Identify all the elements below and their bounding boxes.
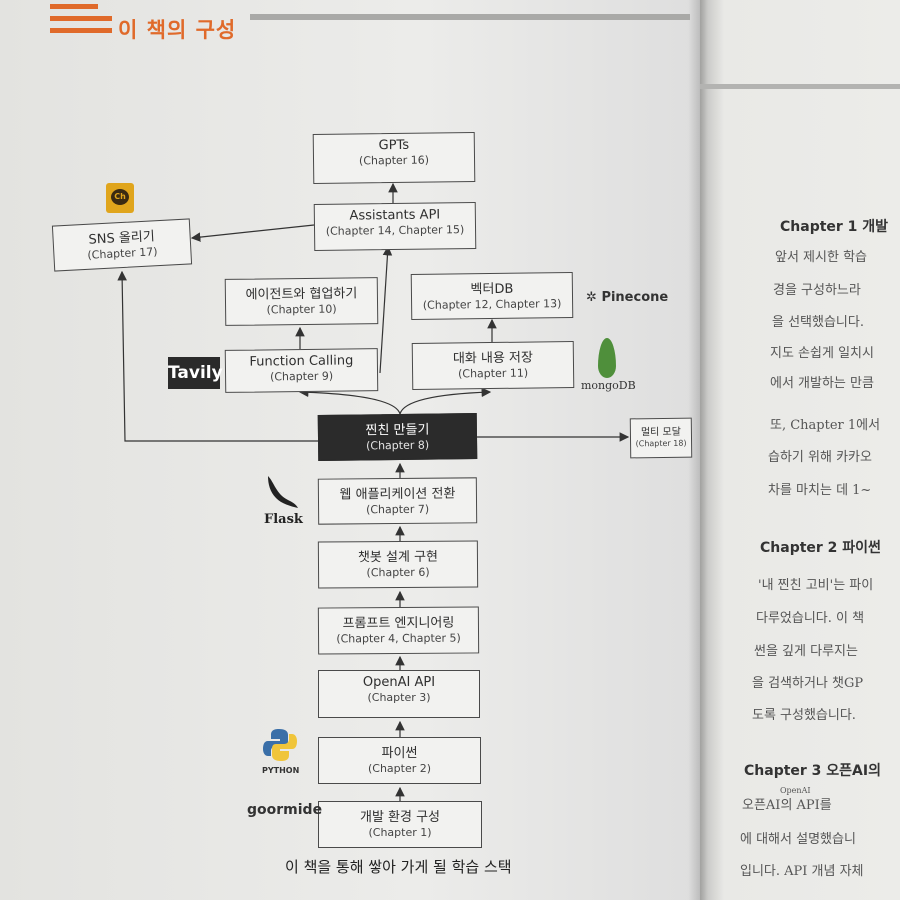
goormide-logo: goormide <box>247 802 323 818</box>
figure-caption: 이 책을 통해 쌓아 가게 될 학습 스택 <box>285 858 512 876</box>
python-logo-text: PYTHON <box>262 766 300 775</box>
python-icon <box>263 729 297 761</box>
right-line: 도록 구성했습니다. <box>752 708 856 723</box>
mongodb-logo: mongoDB <box>581 379 636 392</box>
kakao-logo-text: Ch <box>111 189 129 205</box>
arrow-assistants-sns <box>190 224 315 242</box>
node-chapter: (Chapter 14, Chapter 15) <box>325 223 465 238</box>
right-line: 입니다. API 개념 자체 <box>740 864 864 879</box>
right-page <box>700 0 900 900</box>
node-chapter: (Chapter 7) <box>365 502 430 517</box>
node-chapter: (Chapter 12, Chapter 13) <box>422 297 562 312</box>
node-vectordb: 벡터DB (Chapter 12, Chapter 13) <box>410 272 574 320</box>
arrow-friend-function <box>298 387 401 415</box>
node-chapter: (Chapter 3) <box>367 691 431 704</box>
node-title: Function Calling <box>249 353 354 370</box>
arrow-friend-sns <box>117 270 318 442</box>
node-assistants: Assistants API (Chapter 14, Chapter 15) <box>313 202 477 251</box>
right-line: 에 대해서 설명했습니 <box>740 832 856 847</box>
right-line: 에서 개발하는 만큼 <box>770 376 874 391</box>
tavily-logo: Tavily <box>168 357 223 389</box>
node-chatbot: 챗봇 설계 구현 (Chapter 6) <box>317 540 479 589</box>
node-title: 프롬프트 엔지니어링 <box>342 615 455 632</box>
node-multimodal: 멀티 모달 (Chapter 18) <box>629 417 693 459</box>
node-sns: SNS 올리기 (Chapter 17) <box>51 218 193 272</box>
right-page-rule <box>700 84 900 89</box>
pinecone-logo-text: Pinecone <box>601 290 669 305</box>
right-line: 차를 마치는 데 1~ <box>768 483 872 498</box>
node-title: Assistants API <box>349 207 441 224</box>
node-title: 파이썬 <box>381 746 418 761</box>
right-heading-3: Chapter 3 오픈AI의 <box>744 763 881 779</box>
mongodb-leaf-icon <box>598 338 616 378</box>
flask-horn-icon <box>268 476 298 508</box>
section-title: 이 책의 구성 <box>118 18 237 42</box>
node-title: 웹 애플리케이션 전환 <box>339 486 456 503</box>
right-heading-1: Chapter 1 개발 <box>780 219 889 235</box>
header-rule <box>250 14 690 20</box>
node-friend: 찐친 만들기 (Chapter 8) <box>317 413 478 461</box>
right-line: 지도 손쉽게 일치시 <box>770 346 874 361</box>
node-memory: 대화 내용 저장 (Chapter 11) <box>411 341 575 390</box>
node-python: 파이썬 (Chapter 2) <box>318 737 481 784</box>
right-line: 경을 구성하느라 <box>773 283 861 298</box>
node-web: 웹 애플리케이션 전환 (Chapter 7) <box>317 477 478 525</box>
node-openai: OpenAI API (Chapter 3) <box>318 670 480 718</box>
right-superscript: OpenAI <box>780 786 811 795</box>
node-chapter: (Chapter 18) <box>635 438 687 449</box>
kakao-channel-logo: Ch <box>106 183 134 213</box>
node-chapter: (Chapter 16) <box>358 153 430 168</box>
node-gpts: GPTs (Chapter 16) <box>312 132 476 184</box>
node-title: GPTs <box>378 137 410 154</box>
right-line: 을 선택했습니다. <box>772 315 864 330</box>
node-title: 찐친 만들기 <box>365 422 430 439</box>
node-title: OpenAI API <box>362 675 436 690</box>
node-title: 개발 환경 구성 <box>359 810 441 825</box>
node-chapter: (Chapter 6) <box>366 565 430 580</box>
right-heading-2: Chapter 2 파이썬 <box>760 540 881 556</box>
arrow-friend-memory <box>399 387 492 415</box>
right-line: 을 검색하거나 챗GP <box>752 676 864 691</box>
right-line: 오픈AI의 API를 <box>742 798 832 813</box>
node-prompt: 프롬프트 엔지니어링 (Chapter 4, Chapter 5) <box>317 606 480 655</box>
node-title: 멀티 모달 <box>640 426 681 439</box>
node-env: 개발 환경 구성 (Chapter 1) <box>318 801 482 848</box>
right-line: 또, Chapter 1에서 <box>770 418 881 433</box>
node-chapter: (Chapter 9) <box>269 369 334 384</box>
right-line: 다루었습니다. 이 책 <box>756 611 865 626</box>
node-chapter: (Chapter 11) <box>457 366 529 381</box>
node-agent: 에이전트와 협업하기 (Chapter 10) <box>224 277 379 326</box>
book-fold <box>688 0 708 900</box>
right-line: '내 찐친 고비'는 파이 <box>758 578 874 593</box>
node-title: 에이전트와 협업하기 <box>245 286 358 303</box>
right-line: 습하기 위해 카카오 <box>768 450 872 465</box>
node-chapter: (Chapter 8) <box>365 438 430 453</box>
node-chapter: (Chapter 1) <box>368 826 432 839</box>
node-function-calling: Function Calling (Chapter 9) <box>224 348 379 393</box>
node-title: 챗봇 설계 구현 <box>357 549 439 566</box>
header-bars <box>50 4 112 40</box>
node-chapter: (Chapter 2) <box>367 762 432 775</box>
flask-logo: Flask <box>264 512 303 527</box>
pinecone-logo: ✲ Pinecone <box>586 290 668 305</box>
node-title: 벡터DB <box>470 281 514 298</box>
pinecone-icon: ✲ <box>586 290 597 305</box>
arrow-function-assistants <box>379 245 393 374</box>
node-chapter: (Chapter 10) <box>266 302 337 317</box>
node-chapter: (Chapter 4, Chapter 5) <box>336 631 461 646</box>
node-title: 대화 내용 저장 <box>452 350 534 367</box>
right-line: 썬을 깊게 다루지는 <box>754 644 858 659</box>
right-line: 앞서 제시한 학습 <box>775 250 867 265</box>
